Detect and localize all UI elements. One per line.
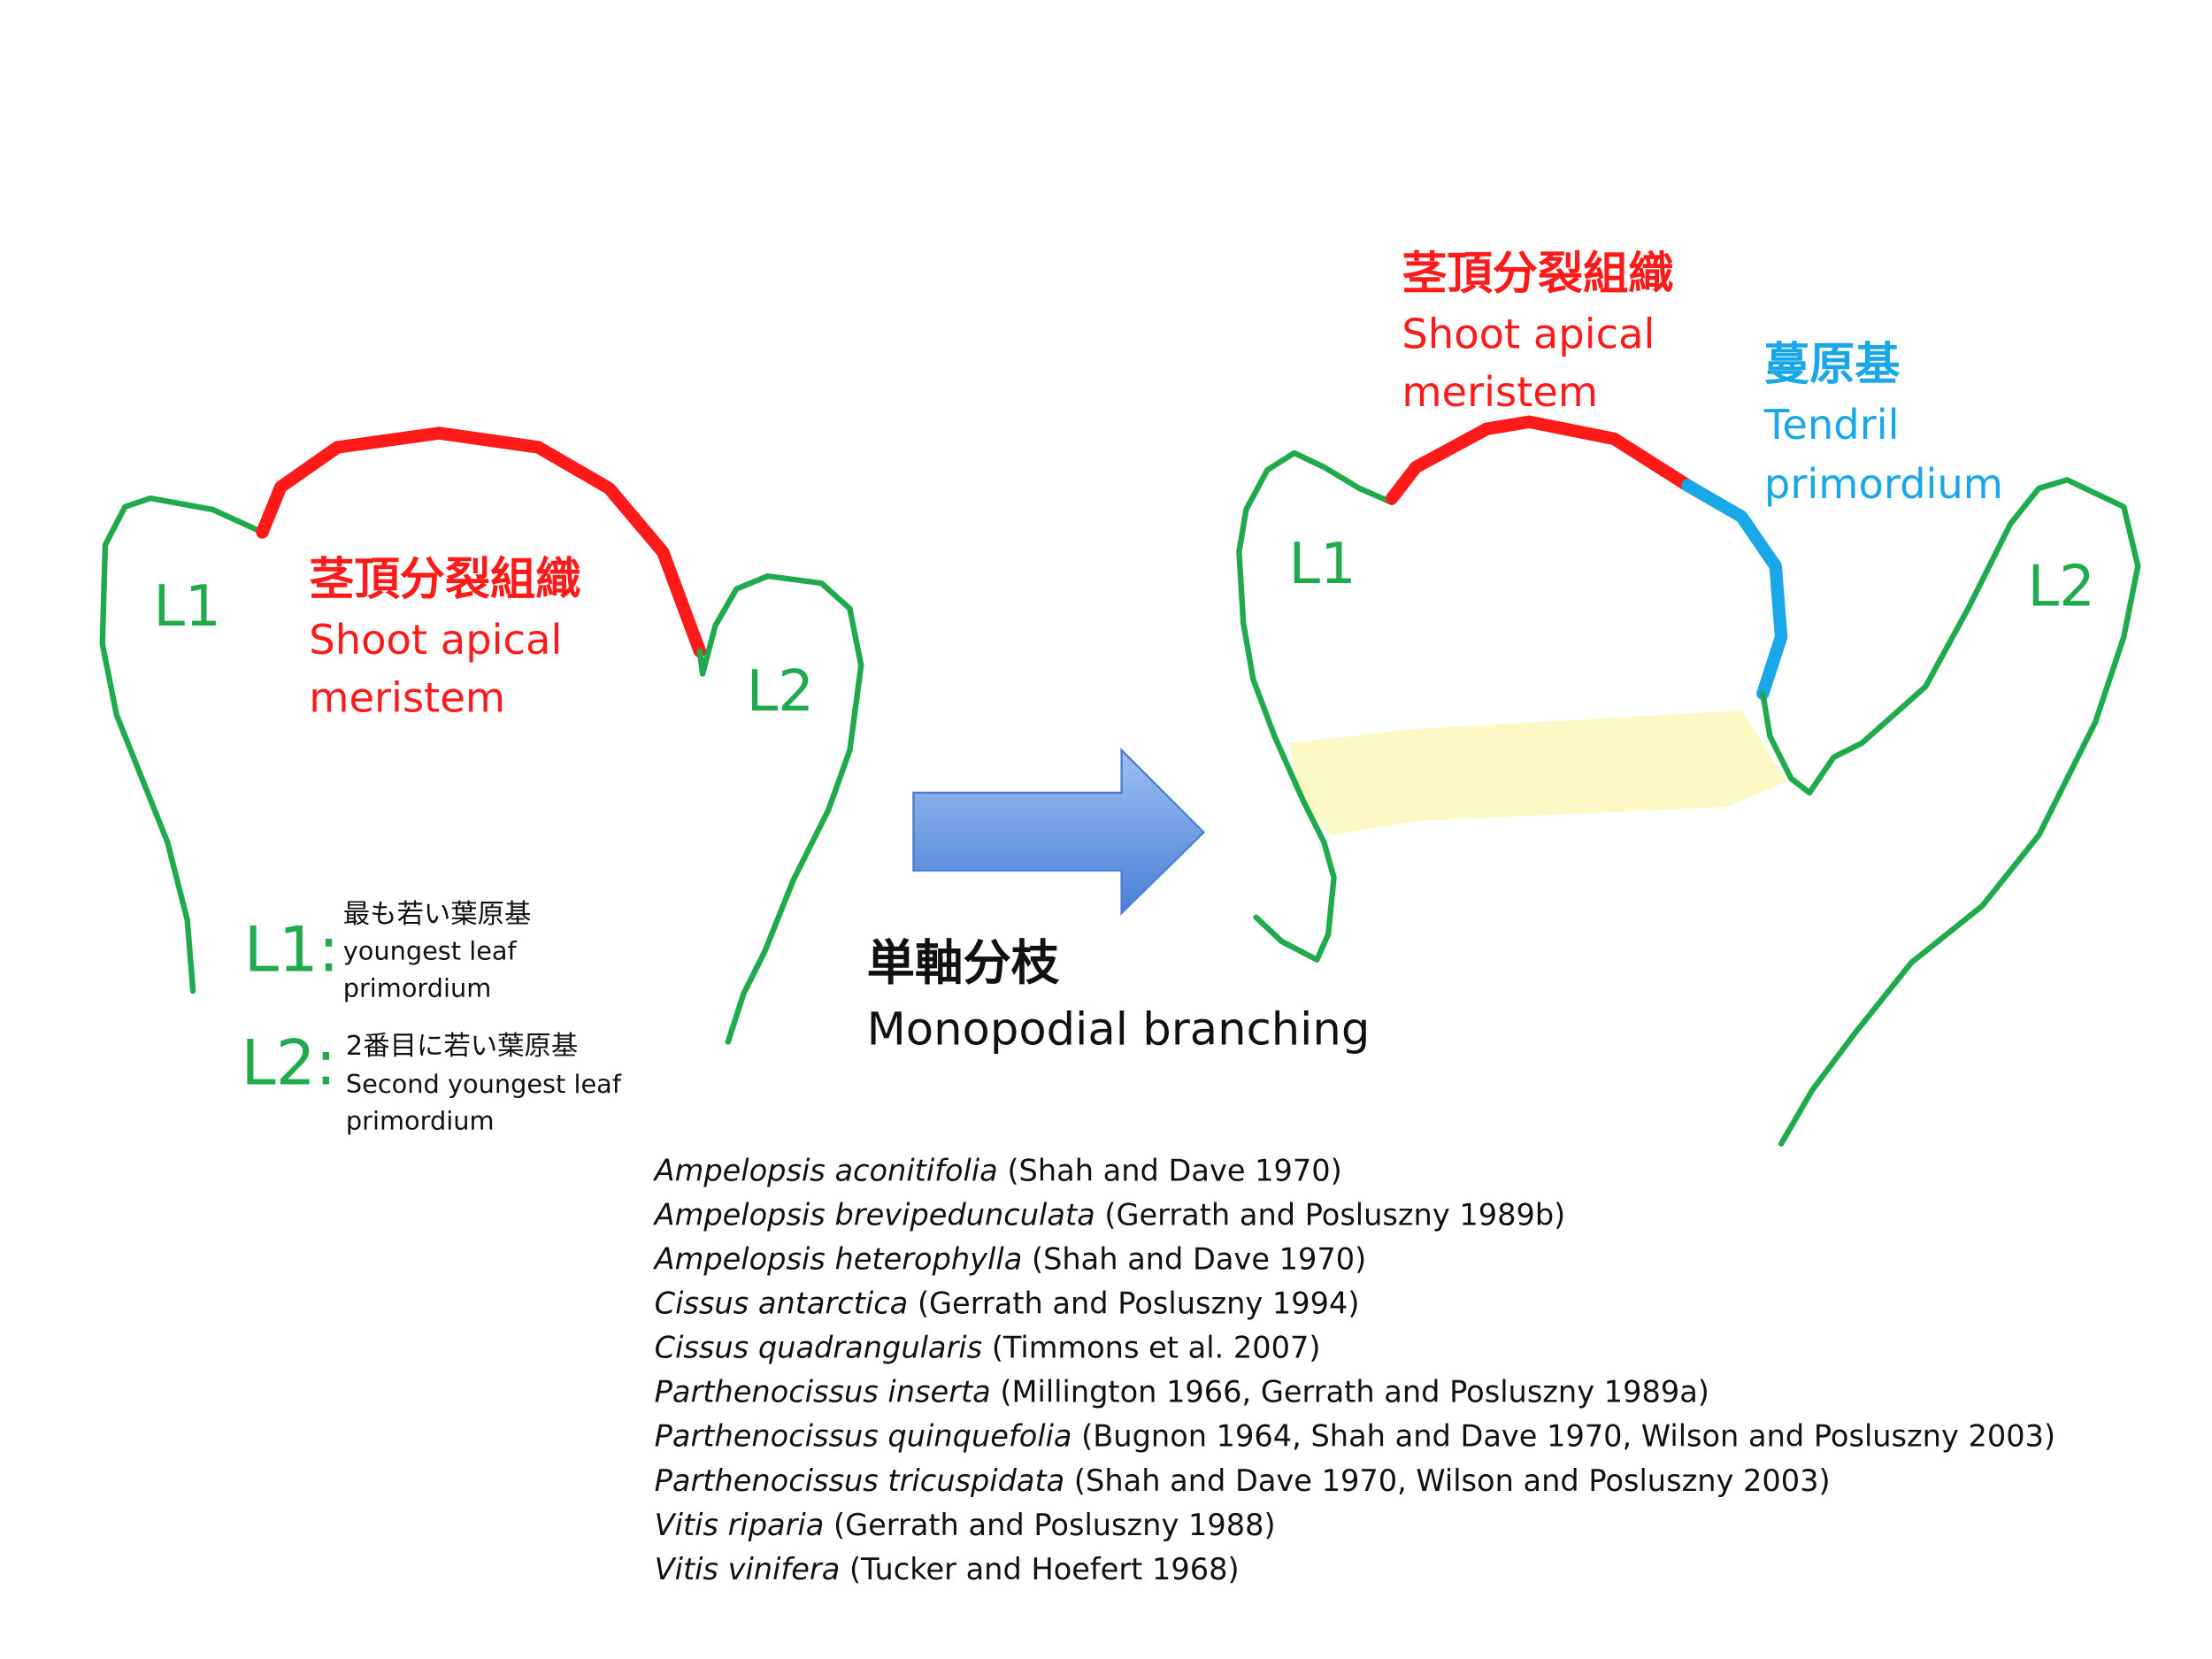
reference-citation: (Millington 1966, Gerrath and Posluszny …	[991, 1375, 1709, 1409]
reference-item: Parthenocissus inserta (Millington 1966,…	[655, 1375, 1709, 1409]
right-tendril-line	[1681, 479, 1788, 701]
reference-item: Ampelopsis heterophylla (Shah and Dave 1…	[653, 1241, 1367, 1276]
tendril-en2: primordium	[1764, 460, 2003, 508]
reference-item: Cissus quadrangularis (Timmons et al. 20…	[655, 1331, 1321, 1365]
reference-item: Vitis riparia (Gerrath and Posluszny 198…	[655, 1508, 1276, 1542]
legend-l1-en1: youngest leaf	[343, 936, 518, 966]
reference-species: Cissus quadrangularis	[655, 1331, 982, 1365]
right-sam-en1: Shoot apical	[1402, 311, 1655, 358]
reference-item: Parthenocissus quinquefolia (Bugnon 1964…	[655, 1419, 2055, 1454]
reference-species: Vitis vinifera	[655, 1552, 841, 1586]
reference-species: Vitis riparia	[655, 1508, 825, 1542]
legend-l1-ja: 最も若い葉原基	[343, 899, 532, 930]
legend-l2-en2: primordium	[346, 1106, 495, 1136]
right-l2-label: L2	[2027, 555, 2094, 620]
reference-species: Ampelopsis aconitifolia	[653, 1153, 998, 1187]
legend-l1-en2: primordium	[343, 972, 492, 1002]
right-l1-label: L1	[1288, 532, 1356, 597]
legend-l1-key: L1:	[244, 913, 340, 986]
legend-l2-key: L2:	[242, 1026, 337, 1099]
right-arrow-icon	[912, 748, 1206, 916]
reference-citation: (Gerrath and Posluszny 1989b)	[1095, 1197, 1566, 1232]
reference-item: Ampelopsis brevipedunculata (Gerrath and…	[653, 1197, 1566, 1232]
left-l1-label: L1	[153, 574, 220, 640]
left-sam-en1: Shoot apical	[309, 616, 562, 664]
reference-species: Ampelopsis brevipedunculata	[653, 1197, 1095, 1232]
reference-item: Parthenocissus tricuspidata (Shah and Da…	[655, 1463, 1831, 1498]
arrow-label-en: Monopodial branching	[867, 1003, 1371, 1056]
right-meristem-line	[1385, 415, 1694, 505]
reference-item: Vitis vinifera (Tucker and Hoefert 1968)	[655, 1552, 1240, 1586]
reference-citation: (Shah and Dave 1970)	[998, 1153, 1342, 1187]
right-sam-ja: 茎頂分裂組織	[1402, 247, 1673, 300]
legend: L1: 最も若い葉原基 youngest leaf primordium L2:…	[242, 899, 622, 1136]
right-sam-en2: meristem	[1402, 368, 1598, 416]
right-outline-l2	[1760, 477, 2141, 1147]
reference-citation: (Timmons et al. 2007)	[982, 1331, 1320, 1365]
reference-species: Parthenocissus quinquefolia	[655, 1419, 1072, 1454]
right-shoot	[1236, 415, 2141, 1147]
reference-citation: (Gerrath and Posluszny 1988)	[824, 1508, 1275, 1542]
left-outline-l2	[696, 572, 864, 1045]
tendril-ja: 蔓原基	[1764, 338, 1901, 391]
reference-citation: (Bugnon 1964, Shah and Dave 1970, Wilson…	[1072, 1419, 2056, 1454]
reference-citation: (Gerrath and Posluszny 1994)	[908, 1286, 1359, 1320]
reference-item: Cissus antarctica (Gerrath and Posluszny…	[655, 1286, 1360, 1320]
yellow-highlight-band	[1288, 710, 1787, 835]
reference-species: Ampelopsis heterophylla	[653, 1241, 1023, 1276]
legend-l2-en1: Second youngest leaf	[346, 1069, 622, 1099]
left-sam-ja: 茎頂分裂組織	[309, 553, 580, 606]
arrow-label-ja: 単軸分枝	[867, 935, 1060, 991]
left-outline-l1	[99, 495, 265, 995]
left-shoot	[99, 426, 864, 1045]
left-sam-en2: meristem	[309, 674, 505, 722]
reference-citation: (Tucker and Hoefert 1968)	[840, 1552, 1239, 1586]
reference-list: Ampelopsis aconitifolia (Shah and Dave 1…	[653, 1153, 2055, 1586]
reference-species: Parthenocissus inserta	[655, 1375, 991, 1409]
legend-l2-ja: 2番目に若い葉原基	[346, 1031, 578, 1062]
reference-citation: (Shah and Dave 1970, Wilson and Posluszn…	[1064, 1463, 1830, 1498]
reference-item: Ampelopsis aconitifolia (Shah and Dave 1…	[653, 1153, 1342, 1187]
reference-species: Cissus antarctica	[655, 1286, 909, 1320]
reference-species: Parthenocissus tricuspidata	[655, 1463, 1065, 1498]
right-outline-l1	[1236, 449, 1395, 963]
left-meristem-line	[256, 426, 707, 658]
reference-citation: (Shah and Dave 1970)	[1022, 1241, 1366, 1276]
left-l2-label: L2	[747, 659, 814, 725]
tendril-en1: Tendril	[1763, 401, 1900, 449]
